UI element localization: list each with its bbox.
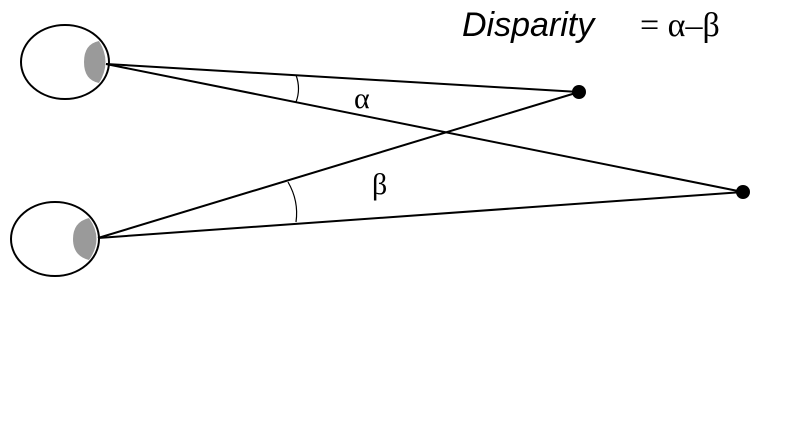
disparity-title: Disparity xyxy=(462,6,596,44)
top-eye-to-far-point-line xyxy=(105,63,744,193)
bottom-eye-to-near-point-line xyxy=(97,91,580,239)
top-eye-icon xyxy=(20,24,110,100)
bottom-eye-pupil xyxy=(73,218,97,260)
alpha-label: α xyxy=(354,82,370,115)
top-eye-outline xyxy=(20,24,110,100)
alpha-angle-arc xyxy=(295,74,300,103)
far-point-dot xyxy=(736,185,750,199)
disparity-formula: = α–β xyxy=(640,7,720,44)
near-point-dot xyxy=(572,85,586,99)
beta-label: β xyxy=(372,168,387,201)
bottom-eye-to-far-point-line xyxy=(97,191,744,239)
bottom-eye-outline xyxy=(10,201,100,277)
beta-angle-arc xyxy=(287,181,298,223)
top-eye-to-near-point-line xyxy=(105,63,580,93)
top-eye-pupil xyxy=(84,41,106,83)
bottom-eye-icon xyxy=(10,201,100,277)
